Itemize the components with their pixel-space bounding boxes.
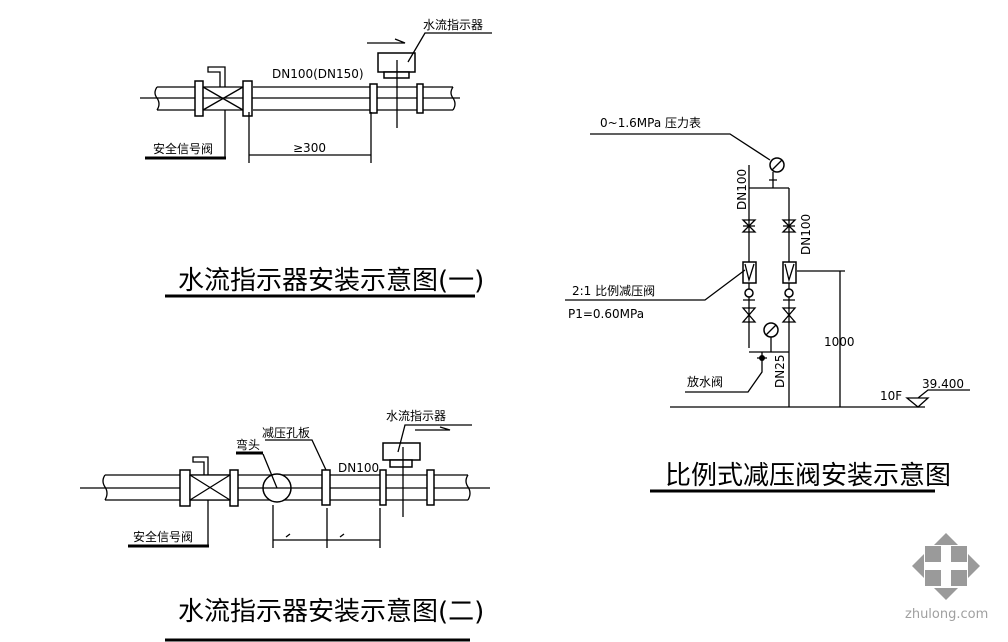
indicator-label: 水流指示器 <box>423 17 483 32</box>
gauge-label: 0~1.6MPa 压力表 <box>600 116 701 130</box>
valve-ratio-label: 2:1 比例减压阀 <box>572 284 655 298</box>
flange <box>416 83 424 114</box>
flange <box>426 469 435 506</box>
diagram-2: 水流指示器 弯头 减压孔板 DN100 安全信号阀 水流指示器安装示意图(二) <box>80 408 490 642</box>
valve-icon <box>189 474 231 501</box>
flange <box>194 80 204 117</box>
flange <box>242 80 253 117</box>
flow-indicator-icon <box>382 442 421 461</box>
watermark-text: zhulong.com <box>905 607 988 622</box>
dimension-label: ≥300 <box>293 141 326 155</box>
pressure-label: P1=0.60MPa <box>568 307 644 321</box>
diagram-title: 比例式减压阀安装示意图 <box>665 461 951 491</box>
leader-line <box>407 32 492 63</box>
valve-label: 安全信号阀 <box>133 529 193 544</box>
gate-valve-icon <box>741 219 797 233</box>
elevation-label: 39.400 <box>922 377 964 391</box>
valve-handle <box>192 456 209 475</box>
dimension-line <box>248 112 372 163</box>
valve-label: 安全信号阀 <box>153 141 213 156</box>
diagram-3: 0~1.6MPa 压力表 放水阀 2:1 比例减压阀 P1=0.60MPa DN… <box>565 116 970 493</box>
pipe-size-label: DN100(DN150) <box>272 67 364 81</box>
floor-label: 10F <box>880 389 902 403</box>
height-dimension: 1000 <box>824 335 855 349</box>
valve-icon <box>202 86 244 111</box>
flow-arrow-icon <box>367 38 406 44</box>
drain-label: 放水阀 <box>687 374 723 389</box>
leader-line <box>397 424 472 453</box>
dimension-line <box>272 505 381 548</box>
flange <box>179 469 191 507</box>
pipe <box>105 474 468 501</box>
flange <box>229 469 239 507</box>
gate-valve-icon <box>741 307 797 323</box>
drain-valve-icon <box>759 355 765 361</box>
indicator-label: 水流指示器 <box>386 408 446 423</box>
pipe-size-label: DN100 <box>338 461 379 475</box>
valve-handle <box>207 66 226 87</box>
flange <box>379 469 387 506</box>
pipe-size-label: DN100 <box>799 214 813 255</box>
orifice-plate <box>321 469 331 506</box>
leader-line <box>590 133 771 161</box>
dimension-line <box>797 270 845 407</box>
drain-size-label: DN25 <box>773 355 787 389</box>
diagram-1: 水流指示器 DN100(DN150) ≥300 安全信号阀 水流指示器安装示意图… <box>140 17 492 298</box>
orifice-label: 减压孔板 <box>262 426 310 440</box>
flow-arrow-icon <box>415 426 451 431</box>
elbow-label: 弯头 <box>236 437 260 452</box>
watermark-logo-icon: zhulong.com <box>905 533 988 622</box>
pipe-size-label: DN100 <box>735 169 749 210</box>
diagram-title: 水流指示器安装示意图(二) <box>178 597 484 627</box>
diagram-title: 水流指示器安装示意图(一) <box>178 266 484 296</box>
flange <box>369 83 378 114</box>
elevation-marker-icon <box>905 389 970 408</box>
